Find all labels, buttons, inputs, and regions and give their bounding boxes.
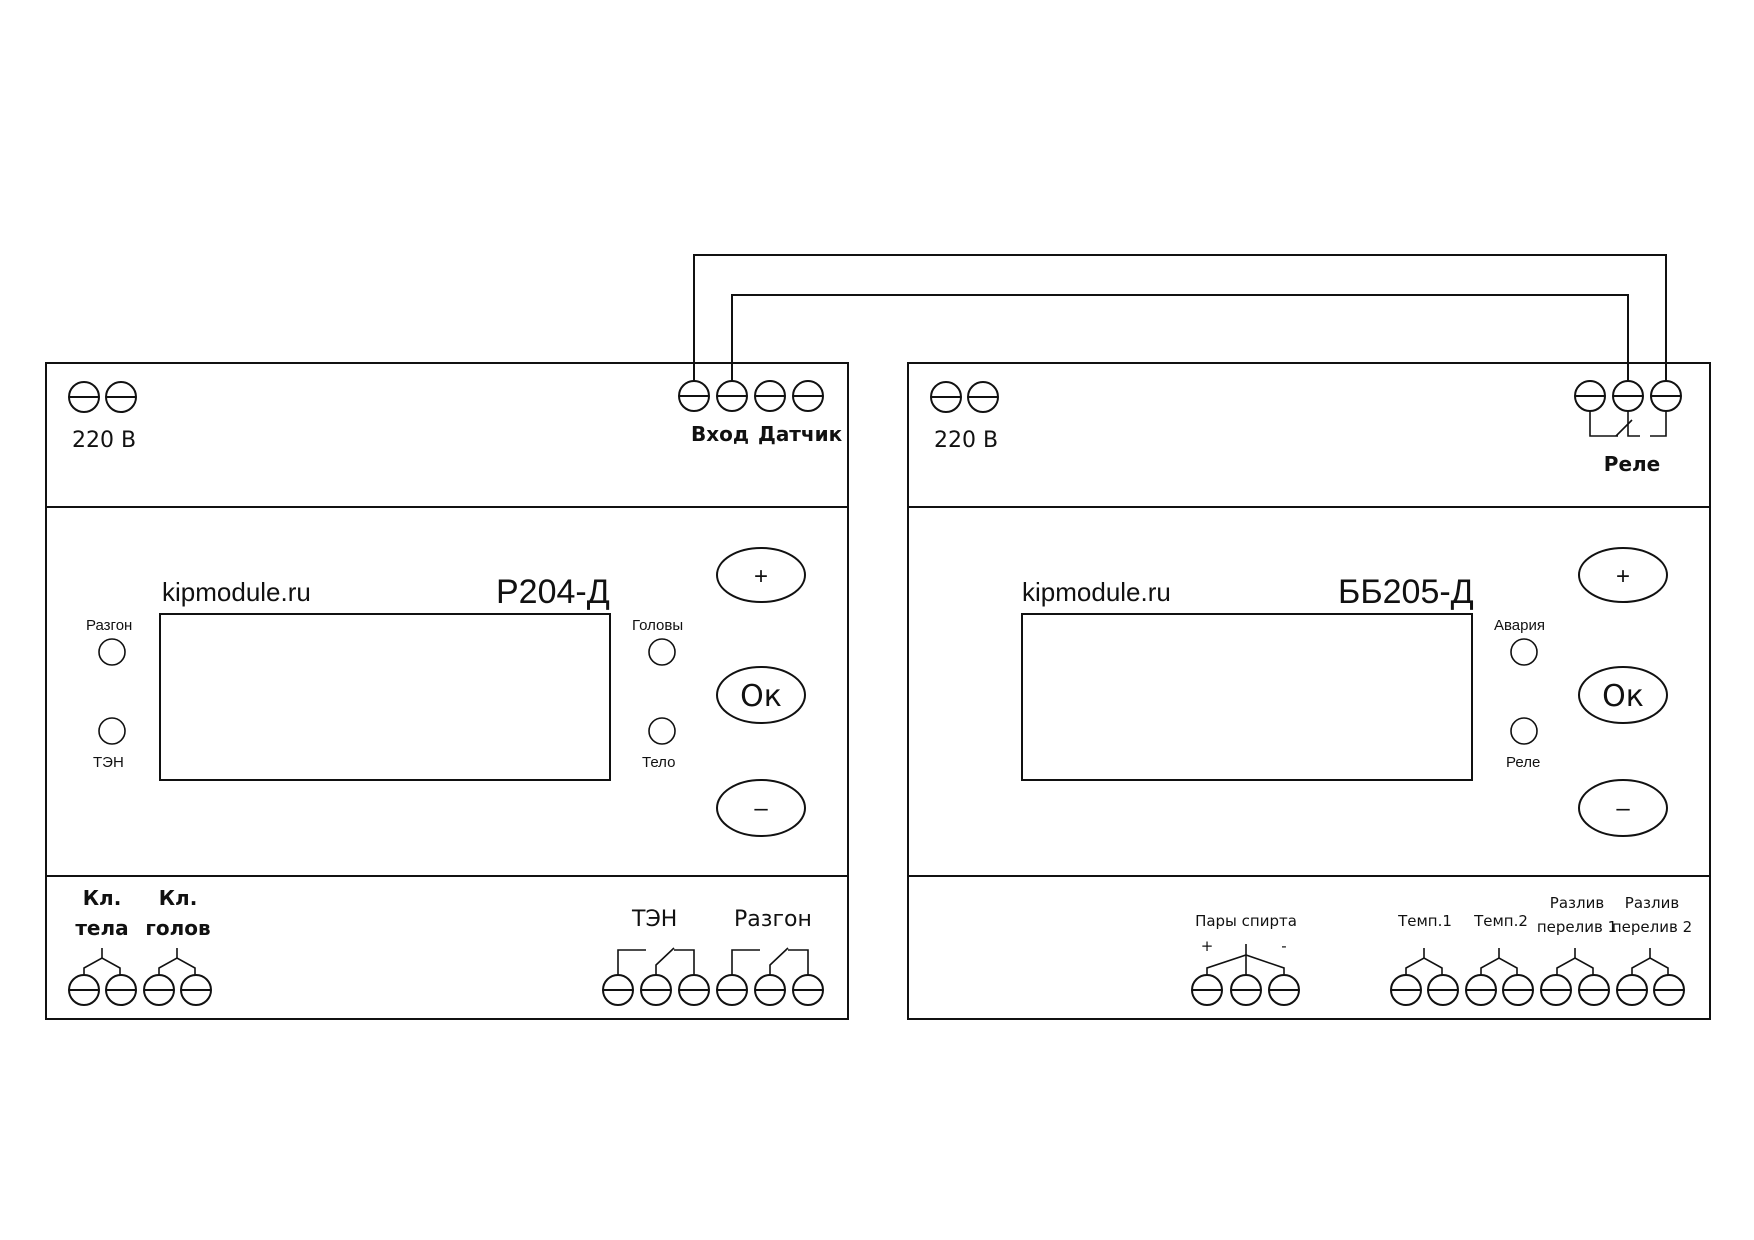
left-relay-terminals [602, 974, 824, 1006]
right-module: 220 В Реле kipmodule.ru ББ205-Д Авария Р… [907, 362, 1711, 1020]
spill2-fork [1631, 957, 1669, 976]
spill1-label-2: перелив 1 [1537, 918, 1617, 936]
wire-inner [731, 294, 1629, 395]
left-model-label: Р204-Д [496, 573, 610, 611]
left-led-boost [98, 638, 126, 666]
boost-relay-switch [769, 947, 789, 976]
connection-wires [693, 254, 1667, 395]
right-plus-button[interactable]: + [1578, 547, 1668, 603]
right-led-relay [1510, 717, 1538, 745]
right-ok-button-label: Ок [1602, 679, 1644, 714]
spill2-label-1: Разлив [1625, 894, 1679, 912]
temp2-label: Темп.2 [1473, 912, 1528, 930]
right-display-screen [1021, 613, 1473, 781]
right-ok-button[interactable]: Ок [1578, 666, 1668, 724]
left-input-label: Вход [691, 422, 749, 446]
right-led-label-alarm: Авария [1494, 617, 1545, 634]
left-led-label-boost: Разгон [86, 617, 132, 634]
sensor-terminals [1390, 974, 1685, 1006]
right-power-terminals [930, 381, 999, 413]
left-power-label: 220 В [72, 428, 136, 453]
temp1-label: Темп.1 [1397, 912, 1452, 930]
right-relay-terminals [1574, 380, 1682, 412]
left-heater-label: ТЭН [631, 907, 677, 932]
left-valve-heads-label-2: голов [145, 916, 210, 940]
left-minus-button-label: – [754, 795, 768, 822]
right-minus-button-label: – [1616, 795, 1630, 822]
vapor-sensor-terminals [1191, 974, 1300, 1006]
left-module: 220 В Вход Датчик kipmodule.ru Р204-Д Ра… [45, 362, 849, 1020]
left-valve-heads-label-1: Кл. [159, 886, 198, 910]
right-module-housing [907, 362, 1711, 1020]
right-plus-button-label: + [1616, 563, 1630, 590]
temp2-fork [1480, 957, 1518, 976]
vapor-sensor-label: Пары спирта [1195, 912, 1297, 930]
heater-relay-switch [655, 947, 675, 976]
right-led-alarm [1510, 638, 1538, 666]
left-led-label-heater: ТЭН [93, 754, 124, 771]
left-valve-heads-fork [158, 957, 196, 976]
left-valve-body-label-2: тела [75, 916, 128, 940]
left-led-heads [648, 638, 676, 666]
right-site-label: kipmodule.ru [1022, 577, 1171, 607]
right-power-label: 220 В [934, 428, 998, 453]
left-valve-terminals [68, 974, 212, 1006]
heater-relay-contact [617, 949, 646, 976]
boost-relay-contact [731, 949, 760, 976]
left-display-screen [159, 613, 611, 781]
temp1-fork [1405, 957, 1443, 976]
spill1-label-1: Разлив [1550, 894, 1604, 912]
left-module-housing [45, 362, 849, 1020]
relay-contact-left [1589, 411, 1618, 437]
left-power-terminals [68, 381, 137, 413]
right-model-label: ББ205-Д [1338, 573, 1474, 611]
left-valve-body-fork [83, 957, 121, 976]
left-led-label-heads: Головы [632, 617, 683, 634]
left-led-heater [98, 717, 126, 745]
left-ok-button-label: Ок [740, 679, 782, 714]
left-ok-button[interactable]: Ок [716, 666, 806, 724]
left-boost-label: Разгон [734, 907, 812, 932]
left-led-label-body: Тело [642, 754, 675, 771]
vapor-plus-label: + [1201, 937, 1214, 955]
spill1-fork [1556, 957, 1594, 976]
left-sensor-label: Датчик [758, 422, 843, 446]
right-relay-label: Реле [1604, 452, 1660, 476]
left-site-label: kipmodule.ru [162, 577, 311, 607]
left-led-body [648, 717, 676, 745]
left-minus-button[interactable]: – [716, 779, 806, 837]
left-valve-body-label-1: Кл. [83, 886, 122, 910]
wire-outer [693, 254, 1667, 395]
right-minus-button[interactable]: – [1578, 779, 1668, 837]
left-plus-button-label: + [754, 563, 768, 590]
vapor-minus-label: - [1281, 937, 1286, 955]
left-input-terminals [678, 380, 824, 412]
right-led-label-relay: Реле [1506, 754, 1540, 771]
relay-switch [1615, 419, 1633, 437]
left-plus-button[interactable]: + [716, 547, 806, 603]
spill2-label-2: перелив 2 [1612, 918, 1692, 936]
